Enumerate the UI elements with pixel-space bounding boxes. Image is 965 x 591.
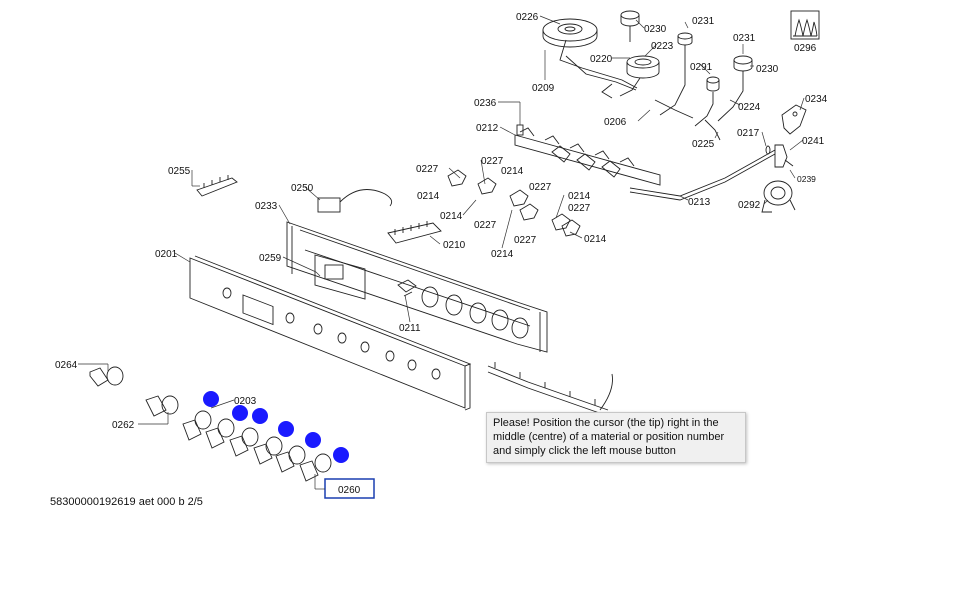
label-0227: 0227 bbox=[568, 203, 591, 214]
burner-0226[interactable] bbox=[542, 18, 638, 89]
label-0236: 0236 bbox=[474, 98, 497, 109]
label-0241: 0241 bbox=[802, 136, 825, 147]
label-0227: 0227 bbox=[529, 182, 552, 193]
label-0214: 0214 bbox=[501, 166, 524, 177]
knob-0262[interactable] bbox=[145, 395, 179, 417]
label-0227: 0227 bbox=[474, 220, 497, 231]
regulator-0292[interactable] bbox=[761, 180, 796, 213]
burner-0231-top[interactable] bbox=[659, 32, 693, 116]
label-0292: 0292 bbox=[738, 200, 761, 211]
hotspot-marker[interactable] bbox=[232, 405, 248, 421]
bracket-0234[interactable] bbox=[781, 104, 807, 135]
label-0227: 0227 bbox=[416, 164, 439, 175]
thermostat-0250[interactable] bbox=[317, 189, 393, 213]
label-0223: 0223 bbox=[651, 41, 674, 52]
burner-0230-top[interactable] bbox=[620, 10, 640, 42]
label-0250: 0250 bbox=[291, 183, 314, 194]
washer-0217[interactable] bbox=[765, 145, 771, 155]
label-0225: 0225 bbox=[692, 139, 715, 150]
hotspot-markers[interactable] bbox=[203, 391, 349, 463]
hotspot-marker[interactable] bbox=[305, 432, 321, 448]
label-0203: 0203 bbox=[234, 396, 257, 407]
connector-0241[interactable] bbox=[774, 144, 794, 168]
label-0214: 0214 bbox=[440, 211, 463, 222]
gas-pipes bbox=[565, 55, 721, 141]
part-labels[interactable]: 0226 0230 0231 0220 0223 0291 0231 0230 … bbox=[55, 12, 828, 496]
label-0260: 0260 bbox=[338, 485, 361, 496]
document-id: 58300000192619 aet 000 b 2/5 bbox=[50, 496, 203, 508]
hotspot-marker[interactable] bbox=[252, 408, 268, 424]
terminal-block-0255[interactable] bbox=[196, 175, 238, 197]
timer-module-0259[interactable] bbox=[314, 254, 366, 300]
label-0230: 0230 bbox=[644, 24, 667, 35]
hotspot-marker[interactable] bbox=[278, 421, 294, 437]
label-0214: 0214 bbox=[584, 234, 607, 245]
burner-0231-right[interactable] bbox=[717, 55, 753, 122]
gas-valve-bracket-0212[interactable] bbox=[514, 124, 661, 186]
knob-row[interactable] bbox=[182, 410, 332, 482]
label-0201: 0201 bbox=[155, 249, 178, 260]
label-0217: 0217 bbox=[737, 128, 760, 139]
label-0291: 0291 bbox=[690, 62, 713, 73]
label-0211: 0211 bbox=[399, 323, 421, 334]
knob-0264[interactable] bbox=[89, 366, 124, 387]
burner-0291[interactable] bbox=[694, 76, 720, 127]
label-0227: 0227 bbox=[514, 235, 537, 246]
hotspot-marker[interactable] bbox=[203, 391, 219, 407]
label-0296: 0296 bbox=[794, 43, 817, 54]
label-0230: 0230 bbox=[756, 64, 779, 75]
label-0234: 0234 bbox=[805, 94, 828, 105]
burner-0223[interactable] bbox=[619, 55, 660, 97]
label-0214: 0214 bbox=[491, 249, 514, 260]
label-0231: 0231 bbox=[692, 16, 715, 27]
label-0255: 0255 bbox=[168, 166, 191, 177]
label-0209: 0209 bbox=[532, 83, 555, 94]
label-0227: 0227 bbox=[481, 156, 504, 167]
label-0233: 0233 bbox=[255, 201, 278, 212]
label-0231: 0231 bbox=[733, 33, 756, 44]
leader-lines bbox=[78, 15, 805, 490]
label-0212: 0212 bbox=[476, 123, 499, 134]
label-0214: 0214 bbox=[568, 191, 591, 202]
burner-flame-icon[interactable] bbox=[790, 10, 820, 40]
switch-block-0210[interactable] bbox=[387, 221, 442, 244]
label-0213: 0213 bbox=[688, 197, 711, 208]
selected-part-highlight[interactable] bbox=[324, 478, 375, 499]
wiring-harness[interactable] bbox=[487, 362, 613, 417]
front-fascia-0201[interactable] bbox=[189, 255, 472, 411]
label-0226: 0226 bbox=[516, 12, 539, 23]
manifold-pipe-0213[interactable] bbox=[629, 149, 776, 201]
label-0224: 0224 bbox=[738, 102, 761, 113]
ignition-switch-group[interactable] bbox=[447, 169, 581, 237]
instruction-tooltip: Please! Position the cursor (the tip) ri… bbox=[486, 412, 746, 463]
label-0239: 0239 bbox=[797, 174, 816, 184]
hotspot-marker[interactable] bbox=[333, 447, 349, 463]
label-0220: 0220 bbox=[590, 54, 613, 65]
label-0264: 0264 bbox=[55, 360, 78, 371]
label-0262: 0262 bbox=[112, 420, 135, 431]
label-0259: 0259 bbox=[259, 253, 282, 264]
label-0210: 0210 bbox=[443, 240, 466, 251]
label-0206: 0206 bbox=[604, 117, 627, 128]
label-0214: 0214 bbox=[417, 191, 440, 202]
